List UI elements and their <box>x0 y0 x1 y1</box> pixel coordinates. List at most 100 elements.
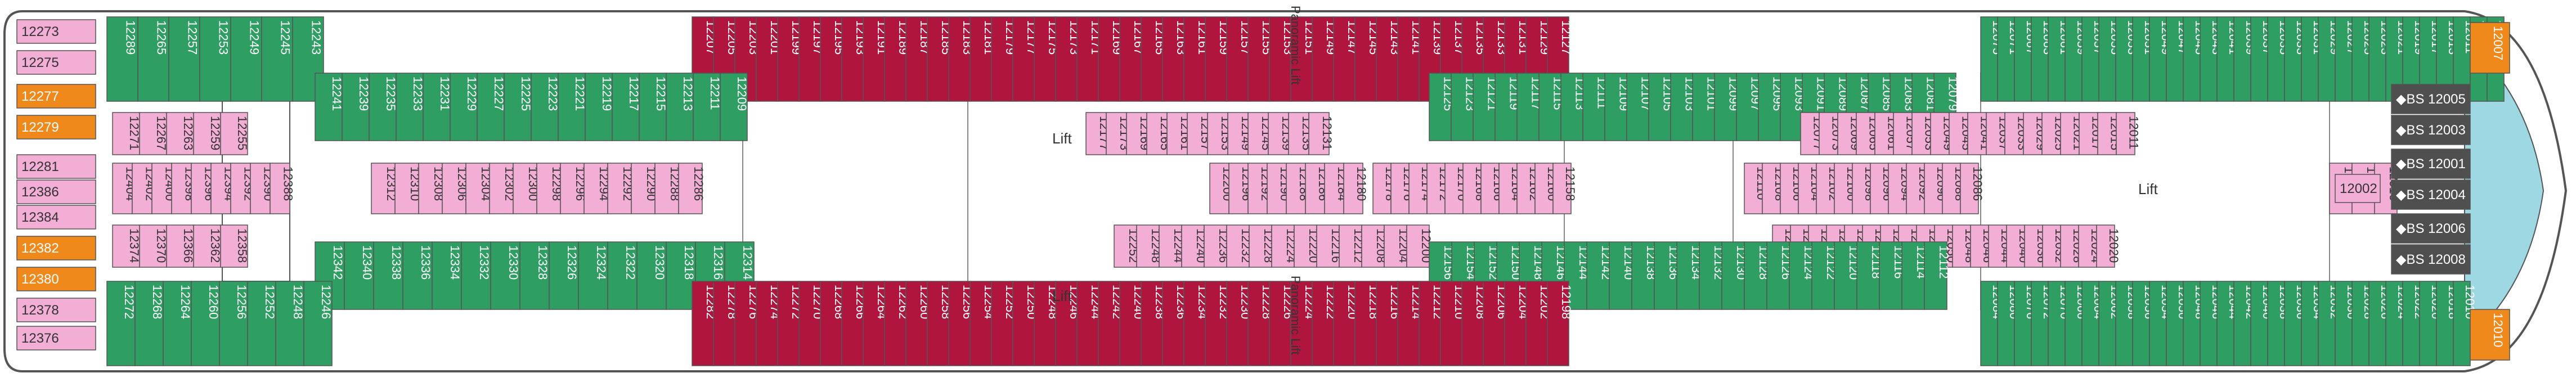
inside-cabin[interactable]: 12286 <box>678 163 706 214</box>
inside-cabin[interactable]: 12298 <box>536 163 564 214</box>
balcony-cabin[interactable]: 12231 <box>423 73 452 141</box>
inside-cabin[interactable]: 12308 <box>418 163 446 214</box>
balcony-cabin[interactable]: 12223 <box>531 73 560 141</box>
balcony-cabin[interactable]: 12209 <box>720 73 749 141</box>
balcony-cabin[interactable]: 12239 <box>342 73 371 141</box>
spa-suite-cabin[interactable]: ◆BS 12005 <box>2391 84 2471 114</box>
stern-cabin[interactable]: 12380 <box>16 267 96 291</box>
suite-cabin[interactable]: 12252 <box>991 281 1017 366</box>
inside-cabin[interactable]: 12092 <box>1906 163 1931 214</box>
inside-cabin[interactable]: 12002 <box>2335 174 2381 203</box>
suite-cabin[interactable]: 12173 <box>1055 16 1081 102</box>
balcony-cabin[interactable]: 12064 <box>2081 281 2106 366</box>
inside-cabin[interactable]: 12200 <box>1209 163 1235 214</box>
inside-cabin[interactable]: 12186 <box>1305 163 1330 214</box>
inside-cabin[interactable]: 12296 <box>560 163 587 214</box>
inside-cabin[interactable]: 12358 <box>220 224 249 268</box>
balcony-cabin[interactable]: 12257 <box>168 16 200 102</box>
inside-cabin[interactable]: 12170 <box>1444 163 1469 214</box>
suite-cabin[interactable]: 12143 <box>1376 16 1402 102</box>
inside-cabin[interactable]: 12362 <box>193 224 222 268</box>
balcony-cabin[interactable]: 12217 <box>612 73 641 141</box>
balcony-cabin[interactable]: 12332 <box>461 241 491 310</box>
inside-cabin[interactable]: 12312 <box>371 163 398 214</box>
balcony-cabin[interactable]: 12225 <box>504 73 533 141</box>
balcony-cabin[interactable]: 12245 <box>261 16 293 102</box>
inside-cabin[interactable]: 12177 <box>1085 112 1111 155</box>
spa-suite-cabin[interactable]: ◆BS 12001 <box>2391 149 2471 179</box>
suite-cabin[interactable]: 12147 <box>1333 16 1359 102</box>
inside-cabin[interactable]: 12032 <box>2042 224 2067 268</box>
inside-cabin[interactable]: 12366 <box>166 224 195 268</box>
balcony-cabin[interactable]: 12119 <box>1495 73 1522 141</box>
suite-cabin[interactable]: 12155 <box>1247 16 1274 102</box>
balcony-cabin[interactable]: 12272 <box>106 281 136 366</box>
suite-cabin[interactable]: 12159 <box>1205 16 1231 102</box>
inside-cabin[interactable]: 12021 <box>2060 112 2085 155</box>
balcony-cabin[interactable]: 12324 <box>578 241 608 310</box>
inside-cabin[interactable]: 12180 <box>1343 163 1368 214</box>
balcony-cabin[interactable]: 12248 <box>275 281 305 366</box>
balcony-cabin[interactable]: 12260 <box>191 281 221 366</box>
balcony-cabin[interactable]: 12134 <box>1676 241 1703 310</box>
balcony-cabin[interactable]: 12340 <box>344 241 374 310</box>
balcony-cabin[interactable]: 12055 <box>2098 16 2122 102</box>
balcony-cabin[interactable]: 12123 <box>1451 73 1478 141</box>
balcony-cabin[interactable]: 12268 <box>134 281 164 366</box>
balcony-cabin[interactable]: 12336 <box>402 241 433 310</box>
suite-cabin[interactable]: 12258 <box>927 281 953 366</box>
balcony-cabin[interactable]: 12215 <box>639 73 668 141</box>
balcony-cabin[interactable]: 12253 <box>199 16 231 102</box>
inside-cabin[interactable]: 12011 <box>2116 112 2141 155</box>
balcony-cabin[interactable]: 12264 <box>163 281 192 366</box>
balcony-cabin[interactable]: 12320 <box>636 241 667 310</box>
balcony-cabin[interactable]: 12099 <box>1714 73 1741 141</box>
inside-cabin[interactable]: 12135 <box>1288 112 1314 155</box>
spa-suite-cabin[interactable]: ◆BS 12004 <box>2391 179 2471 210</box>
suite-cabin[interactable]: 12198 <box>1547 281 1573 366</box>
inside-cabin[interactable]: 12302 <box>489 163 517 214</box>
inside-cabin[interactable]: 12028 <box>2060 224 2085 268</box>
balcony-cabin[interactable]: 12130 <box>1721 241 1748 310</box>
inside-cabin[interactable]: 12158 <box>1552 163 1577 214</box>
inside-cabin[interactable]: 12131 <box>1308 112 1334 155</box>
suite-cabin[interactable]: 12226 <box>1269 281 1295 366</box>
spa-suite-cabin[interactable]: ◆BS 12008 <box>2391 244 2471 275</box>
suite-cabin[interactable]: 12181 <box>970 16 996 102</box>
stern-cabin[interactable]: 12382 <box>16 236 96 260</box>
inside-cabin[interactable]: 12288 <box>654 163 682 214</box>
balcony-cabin[interactable]: 12330 <box>490 241 520 310</box>
balcony-cabin[interactable]: 12328 <box>519 241 550 310</box>
inside-cabin[interactable]: 12086 <box>1960 163 1985 214</box>
balcony-cabin[interactable]: 12084 <box>1980 281 2004 366</box>
inside-cabin[interactable]: 12165 <box>1146 112 1172 155</box>
balcony-cabin[interactable]: 12117 <box>1516 73 1543 141</box>
inside-cabin[interactable]: 12263 <box>166 112 195 155</box>
suite-cabin[interactable]: 12274 <box>756 281 782 366</box>
inside-cabin[interactable]: 12374 <box>112 224 141 268</box>
stern-cabin[interactable]: 12386 <box>16 179 96 204</box>
balcony-cabin[interactable]: 12213 <box>666 73 695 141</box>
balcony-cabin[interactable]: 12334 <box>432 241 462 310</box>
stern-cabin[interactable]: 12384 <box>16 205 96 230</box>
inside-cabin[interactable]: 12294 <box>584 163 611 214</box>
suite-cabin[interactable]: 12256 <box>948 281 975 366</box>
inside-cabin[interactable]: 12020 <box>2096 224 2121 268</box>
stern-cabin[interactable]: 12378 <box>16 298 96 322</box>
balcony-cabin[interactable]: 12097 <box>1736 73 1763 141</box>
balcony-cabin[interactable]: 12010 <box>2453 281 2477 366</box>
balcony-cabin[interactable]: 12227 <box>477 73 506 141</box>
inside-cabin[interactable]: 12255 <box>220 112 249 155</box>
balcony-cabin[interactable]: 12062 <box>2098 281 2122 366</box>
suite-cabin[interactable]: 12278 <box>713 281 739 366</box>
balcony-cabin[interactable]: 12041 <box>2216 16 2241 102</box>
stern-cabin[interactable]: 12277 <box>16 84 96 109</box>
suite-cabin[interactable]: 12167 <box>1119 16 1146 102</box>
balcony-cabin[interactable]: 12142 <box>1586 241 1613 310</box>
balcony-cabin[interactable]: 12326 <box>549 241 579 310</box>
spa-suite-cabin[interactable]: ◆BS 12003 <box>2391 115 2471 145</box>
inside-cabin[interactable]: 12300 <box>513 163 540 214</box>
inside-cabin[interactable]: 12370 <box>139 224 168 268</box>
suite-cabin[interactable]: 12210 <box>1440 281 1466 366</box>
stern-cabin[interactable]: 12281 <box>16 154 96 179</box>
